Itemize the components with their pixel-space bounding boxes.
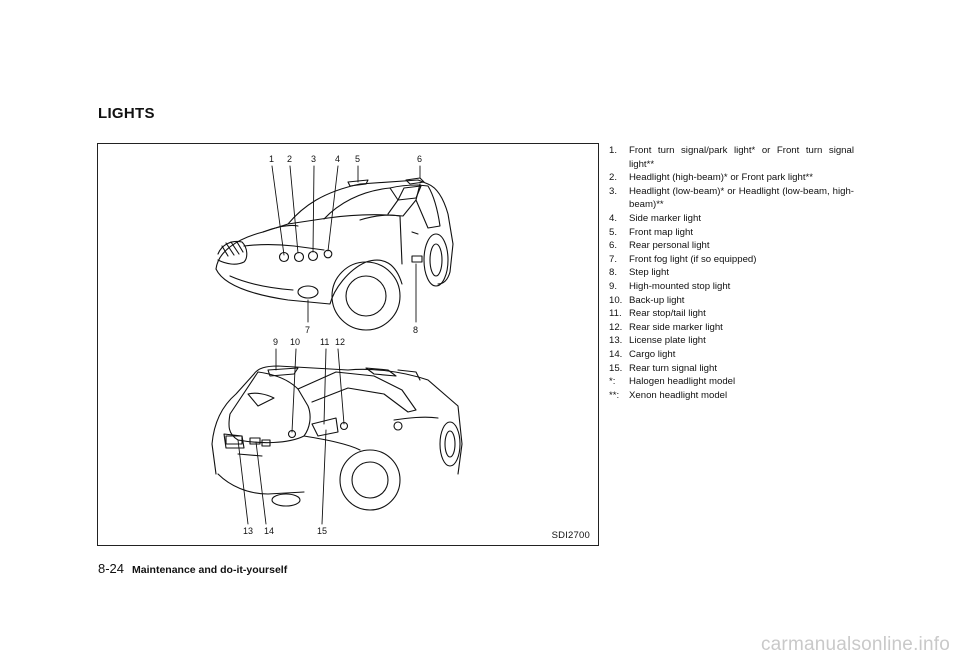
- legend-item: 2. Headlight (high-beam)* or Front park l…: [609, 171, 854, 185]
- legend-item: 1. Front turn signal/park light* or Front…: [609, 144, 854, 171]
- legend-item: 9. High-mounted stop light: [609, 280, 854, 294]
- callout-15: 15: [317, 526, 327, 536]
- legend-item-text: Step light: [629, 267, 670, 279]
- legend-item: 13. License plate light: [609, 334, 854, 348]
- callout-13: 13: [243, 526, 253, 536]
- legend-item-number: 14.: [609, 348, 623, 360]
- legend-item-text: License plate light: [629, 335, 706, 347]
- callout-12: 12: [335, 337, 345, 347]
- section-title: LIGHTS: [98, 105, 155, 122]
- legend-item-text: Front turn signal/park light* or Front t…: [629, 145, 854, 170]
- legend-item: 11. Rear stop/tail light: [609, 307, 854, 321]
- legend-item: 8. Step light: [609, 266, 854, 280]
- legend-item: 6. Rear personal light: [609, 239, 854, 253]
- legend-item-text: Rear turn signal light: [629, 362, 717, 374]
- legend-item-text: Rear stop/tail light: [629, 308, 706, 320]
- legend-item-text: Xenon headlight model: [629, 389, 728, 401]
- legend-item: **: Xenon headlight model: [609, 389, 854, 403]
- legend-item: 10. Back-up light: [609, 294, 854, 308]
- callout-numbers: 1 2 3 4 5 6 7 8 9 10 11 12 13 14 15: [243, 154, 422, 536]
- legend-item-text: Front map light: [629, 226, 693, 238]
- legend-item-number: 1.: [609, 145, 618, 156]
- legend-item-number: 3.: [609, 185, 618, 197]
- lights-figure: 1 2 3 4 5 6 7 8 9 10 11 12 13 14 15 SDI2…: [97, 143, 599, 546]
- callout-8: 8: [413, 325, 418, 335]
- legend-item: 7. Front fog light (if so equipped): [609, 253, 854, 267]
- legend-item-text: High-mounted stop light: [629, 280, 731, 292]
- rear-callout-leaders: [237, 348, 345, 525]
- legend-item-text: Headlight (low-beam)* or Headlight (low-…: [629, 185, 854, 211]
- chapter-title: Maintenance and do-it-yourself: [132, 564, 288, 576]
- legend-item: *: Halogen headlight model: [609, 375, 854, 389]
- legend-item-text: Headlight (high-beam)* or Front park lig…: [629, 172, 813, 184]
- legend-item-text: Rear personal light: [629, 240, 710, 252]
- callout-3: 3: [311, 154, 316, 164]
- legend-item-number: 7.: [609, 253, 618, 265]
- front-callout-leaders: [271, 165, 421, 323]
- legend-item-text: Side marker light: [629, 212, 701, 224]
- legend-item-text: Halogen headlight model: [629, 376, 736, 388]
- page-footer: 8-24 Maintenance and do-it-yourself: [98, 561, 287, 576]
- legend-item: 4. Side marker light: [609, 212, 854, 226]
- figure-code: SDI2700: [551, 530, 590, 541]
- legend-item-number: 6.: [609, 240, 618, 252]
- legend-item-number: 15.: [609, 362, 623, 374]
- front-suv-drawing: [215, 177, 454, 331]
- legend-item-number: 8.: [609, 267, 618, 279]
- legend-item-number: 2.: [609, 172, 618, 184]
- callout-14: 14: [264, 526, 274, 536]
- legend-item-number: 10.: [609, 294, 623, 306]
- legend-item-number: **:: [609, 389, 620, 401]
- legend-item: 14. Cargo light: [609, 348, 854, 362]
- legend-item-text: Cargo light: [629, 348, 676, 360]
- legend-item: 5. Front map light: [609, 226, 854, 240]
- callout-1: 1: [269, 154, 274, 164]
- legend-item-text: Front fog light (if so equipped): [629, 253, 757, 265]
- legend-item-number: 13.: [609, 335, 623, 347]
- callout-2: 2: [287, 154, 292, 164]
- page-number: 8-24: [98, 561, 125, 576]
- callout-6: 6: [417, 154, 422, 164]
- legend-item: 3. Headlight (low-beam)* or Headlight (lo…: [609, 185, 854, 212]
- legend-item: 12. Rear side marker light: [609, 321, 854, 335]
- callout-7: 7: [305, 325, 310, 335]
- legend-item-text: Back-up light: [629, 294, 685, 306]
- legend-item-number: 12.: [609, 321, 623, 333]
- callout-5: 5: [355, 154, 360, 164]
- lights-legend: 1. Front turn signal/park light* or Front…: [609, 144, 854, 402]
- rear-suv-drawing: [211, 365, 463, 511]
- legend-item: 15. Rear turn signal light: [609, 362, 854, 376]
- callout-9: 9: [273, 337, 278, 347]
- legend-item-number: 11.: [609, 308, 622, 320]
- vehicle-illustration: 1 2 3 4 5 6 7 8 9 10 11 12 13 14 15: [211, 154, 463, 536]
- legend-item-number: 9.: [609, 280, 618, 292]
- callout-10: 10: [290, 337, 300, 347]
- callout-4: 4: [335, 154, 340, 164]
- legend-item-number: 5.: [609, 226, 618, 238]
- callout-11: 11: [320, 337, 329, 347]
- legend-item-text: Rear side marker light: [629, 321, 723, 333]
- watermark: carmanualsonline.info: [760, 634, 950, 655]
- legend-item-number: 4.: [609, 212, 618, 224]
- legend-item-number: *:: [609, 376, 616, 388]
